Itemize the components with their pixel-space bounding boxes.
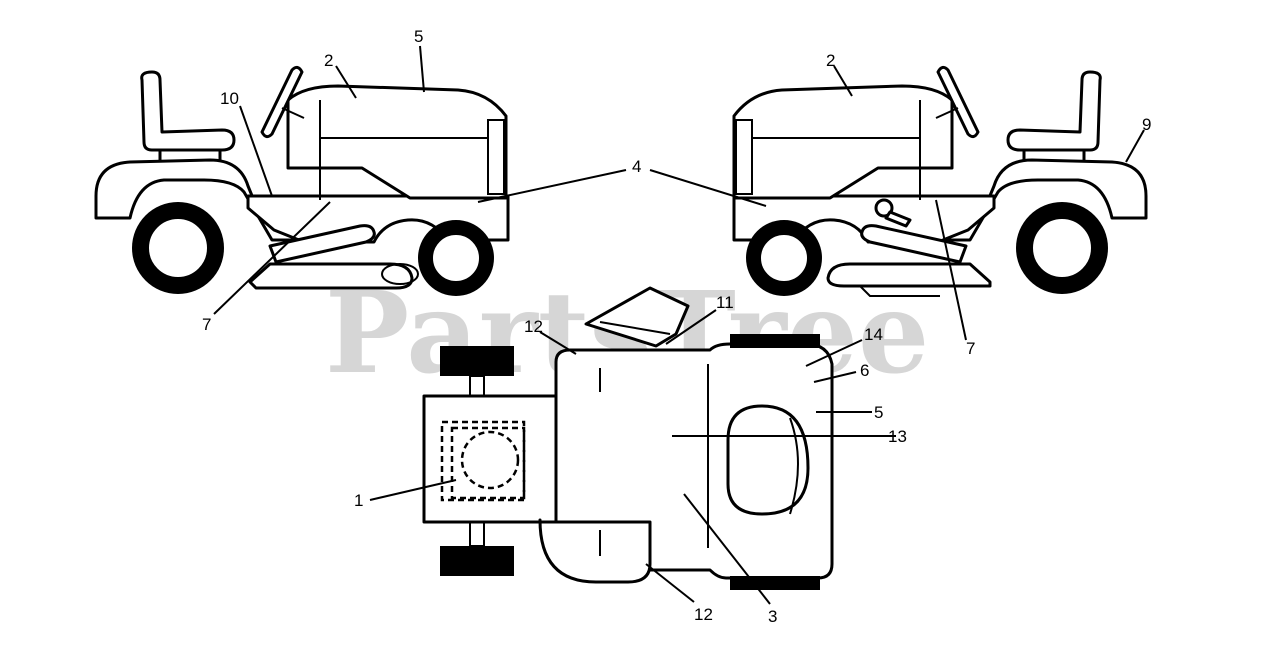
top-view-tractor: [422, 286, 834, 590]
callout-12-top: 12: [524, 317, 543, 336]
callout-3: 3: [768, 607, 777, 626]
callout-2-right: 2: [826, 51, 835, 70]
callout-7-left: 7: [202, 315, 211, 334]
callout-1: 1: [354, 491, 363, 510]
callout-numbers: 10 2 5 4 7 2 9 7 12 11 14 6 5 13 1 12 3: [202, 27, 1151, 626]
callout-6: 6: [860, 361, 869, 380]
callout-2-left: 2: [324, 51, 333, 70]
callout-7-right: 7: [966, 339, 975, 358]
callout-13: 13: [888, 427, 907, 446]
callout-12-bottom: 12: [694, 605, 713, 624]
right-side-view-tractor: [732, 65, 1148, 297]
callout-4: 4: [632, 157, 641, 176]
left-side-view-tractor: [94, 65, 510, 296]
callout-5-topview: 5: [874, 403, 883, 422]
callout-11: 11: [716, 293, 734, 312]
callout-5-top: 5: [414, 27, 423, 46]
callout-14: 14: [864, 325, 883, 344]
callout-9: 9: [1142, 115, 1151, 134]
leader-lines: [213, 45, 1145, 605]
callout-10: 10: [220, 89, 239, 108]
